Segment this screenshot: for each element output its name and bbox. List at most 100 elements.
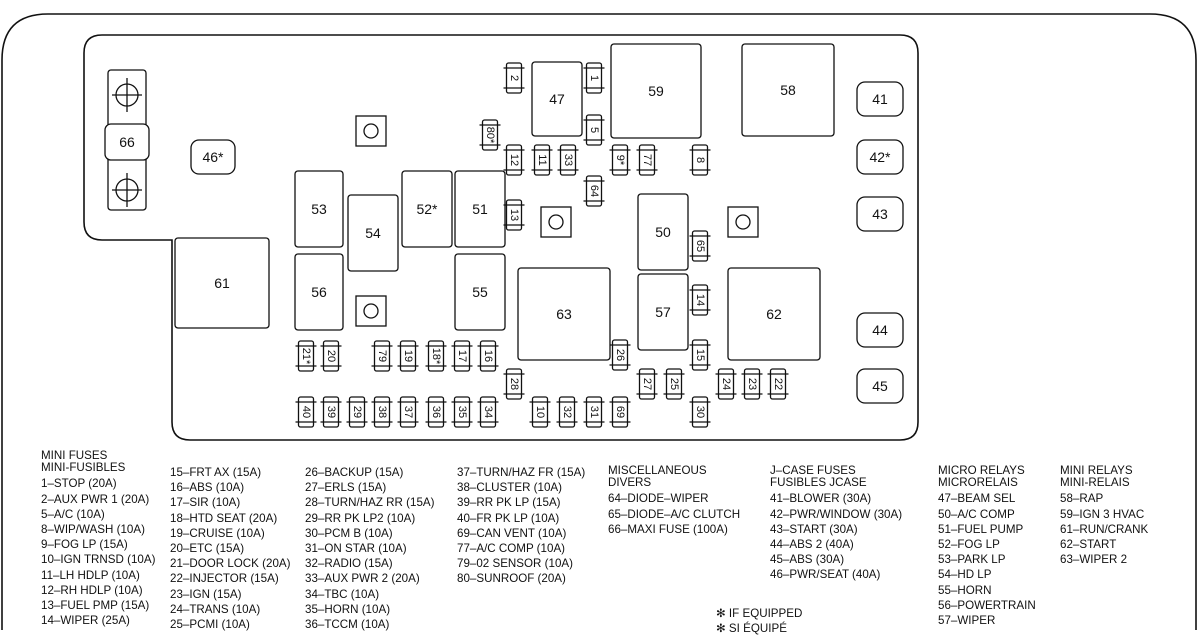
bolt-hole-icon: [363, 303, 379, 319]
label-relay-56: 56: [311, 284, 327, 300]
legend-title-fr: FUSIBLES JCASE: [770, 476, 867, 490]
legend-item: 62–START: [1060, 538, 1117, 552]
fuse-80: [481, 119, 499, 151]
legend-mini-relays: MINI RELAYS MINI-RELAIS 58–RAP 59–IGN 3 …: [1060, 464, 1148, 567]
legend-item: 53–PARK LP: [938, 553, 1006, 567]
note-si-equipe: ✻ SI ÉQUIPÉ: [716, 622, 787, 635]
label-fuse-37: 37: [402, 406, 414, 418]
fuse-27: [638, 368, 656, 400]
label-fuse-23: 23: [746, 378, 758, 390]
legend-item: 54–HD LP: [938, 568, 992, 582]
legend-item: 13–FUEL PMP (15A): [41, 599, 150, 613]
legend-item: 56–POWERTRAIN: [938, 598, 1036, 612]
label-relay-61: 61: [214, 275, 230, 291]
label-relay-54: 54: [365, 225, 381, 241]
legend-item: 18–HTD SEAT (20A): [170, 511, 278, 525]
relay-42: [856, 139, 904, 175]
fuse-64: [585, 175, 603, 207]
label-fuse-77: 77: [641, 154, 653, 166]
label-fuse-20: 20: [325, 350, 337, 362]
legend-item: 63–WIPER 2: [1060, 553, 1128, 567]
label-relay-41: 41: [872, 91, 888, 107]
label-relay-55: 55: [472, 284, 488, 300]
fuse-21: [297, 340, 315, 372]
legend-item: 46–PWR/SEAT (40A): [770, 568, 881, 582]
legend-micro-relays: MICRO RELAYS MICRORELAIS 47–BEAM SEL 50–…: [938, 464, 1036, 628]
label-fuse-33: 33: [562, 154, 574, 166]
legend-item: 80–SUNROOF (20A): [457, 572, 566, 586]
fuse-16: [479, 340, 497, 372]
label-fuse-31: 31: [588, 406, 600, 418]
legend-item: 26–BACKUP (15A): [305, 466, 404, 479]
label-fuse-65: 65: [694, 240, 706, 252]
fuse-1: [585, 62, 603, 94]
legend-title: MICRO RELAYS: [938, 464, 1025, 477]
legend-item: 20–ETC (15A): [170, 542, 245, 556]
label-relay-42: 42*: [869, 149, 891, 165]
label-fuse-8: 8: [694, 157, 706, 163]
label-fuse-38: 38: [376, 406, 388, 418]
fuse-9: [611, 144, 629, 176]
label-fuse-19: 19: [402, 350, 414, 362]
legend-item: 44–ABS 2 (40A): [770, 538, 854, 552]
label-relay-47: 47: [549, 91, 565, 107]
legend-item: 34–TBC (10A): [305, 587, 380, 601]
label-66: 66: [119, 134, 135, 150]
legend-item: 65–DIODE–A/C CLUTCH: [608, 507, 741, 521]
legend-item: 2–AUX PWR 1 (20A): [41, 492, 150, 506]
label-fuse-40: 40: [300, 406, 312, 418]
relay-55: [454, 253, 506, 331]
legend-title: MINI FUSES: [41, 449, 108, 462]
label-fuse-36: 36: [430, 406, 442, 418]
fuse-35: [453, 396, 471, 428]
legend-item: 36–TCCM (10A): [305, 618, 390, 632]
label-fuse-21: 21*: [300, 348, 312, 365]
legend-item: 23–IGN (15A): [170, 587, 242, 601]
label-fuse-11: 11: [536, 154, 548, 165]
relay-63: [517, 267, 611, 361]
relay-50: [637, 193, 689, 271]
label-fuse-17: 17: [456, 350, 468, 362]
label-fuse-15: 15: [694, 349, 706, 361]
legend-item: 59–IGN 3 HVAC: [1060, 507, 1145, 521]
fuse-2: [505, 62, 523, 94]
relay-47: [531, 61, 583, 137]
fuse-8: [691, 144, 709, 176]
fuse-38: [373, 396, 391, 428]
label-fuse-5: 5: [588, 127, 600, 133]
legend-item: 47–BEAM SEL: [938, 492, 1016, 506]
label-fuse-9: 9*: [614, 155, 626, 166]
legend-title-fr: MINI-RELAIS: [1060, 476, 1130, 490]
label-fuse-30: 30: [694, 406, 706, 418]
legend-misc: MISCELLANEOUS DIVERS 64–DIODE–WIPER 65–D…: [608, 464, 741, 537]
mounting-bolt-icon: [355, 115, 387, 147]
label-fuse-2: 2: [508, 75, 520, 81]
label-fuse-69: 69: [614, 406, 626, 418]
legend-col4: 37–TURN/HAZ FR (15A) 38–CLUSTER (10A) 39…: [457, 465, 585, 587]
legend-item: 10–IGN TRNSD (10A): [41, 553, 156, 567]
legend-item: 58–RAP: [1060, 492, 1104, 506]
label-fuse-18: 18*: [430, 348, 442, 365]
legend-item: 19–CRUISE (10A): [170, 526, 265, 540]
fuse-17: [453, 340, 471, 372]
legend-item: 30–PCM B (10A): [305, 526, 393, 540]
label-fuse-34: 34: [482, 406, 494, 418]
relay-62: [727, 267, 821, 361]
fuse-39: [322, 396, 340, 428]
bolt-hole-icon: [735, 214, 751, 230]
fuse-25: [665, 368, 683, 400]
legend-item: 41–BLOWER (30A): [770, 492, 872, 506]
fuse-65: [691, 230, 709, 262]
legend-title-fr: MICRORELAIS: [938, 476, 1018, 490]
legend-item: 42–PWR/WINDOW (30A): [770, 507, 903, 521]
legend-item: 1–STOP (20A): [41, 477, 117, 491]
legend-title-fr: MINI-FUSIBLES: [41, 461, 126, 475]
legend-item: 32–RADIO (15A): [305, 557, 393, 571]
fuse-19: [399, 340, 417, 372]
legend-item: 15–FRT AX (15A): [170, 466, 262, 479]
label-fuse-25: 25: [668, 378, 680, 390]
fuse-10: [531, 396, 549, 428]
label-relay-59: 59: [648, 83, 664, 99]
legend-item: 22–INJECTOR (15A): [170, 572, 279, 586]
fuse-12: [505, 144, 523, 176]
